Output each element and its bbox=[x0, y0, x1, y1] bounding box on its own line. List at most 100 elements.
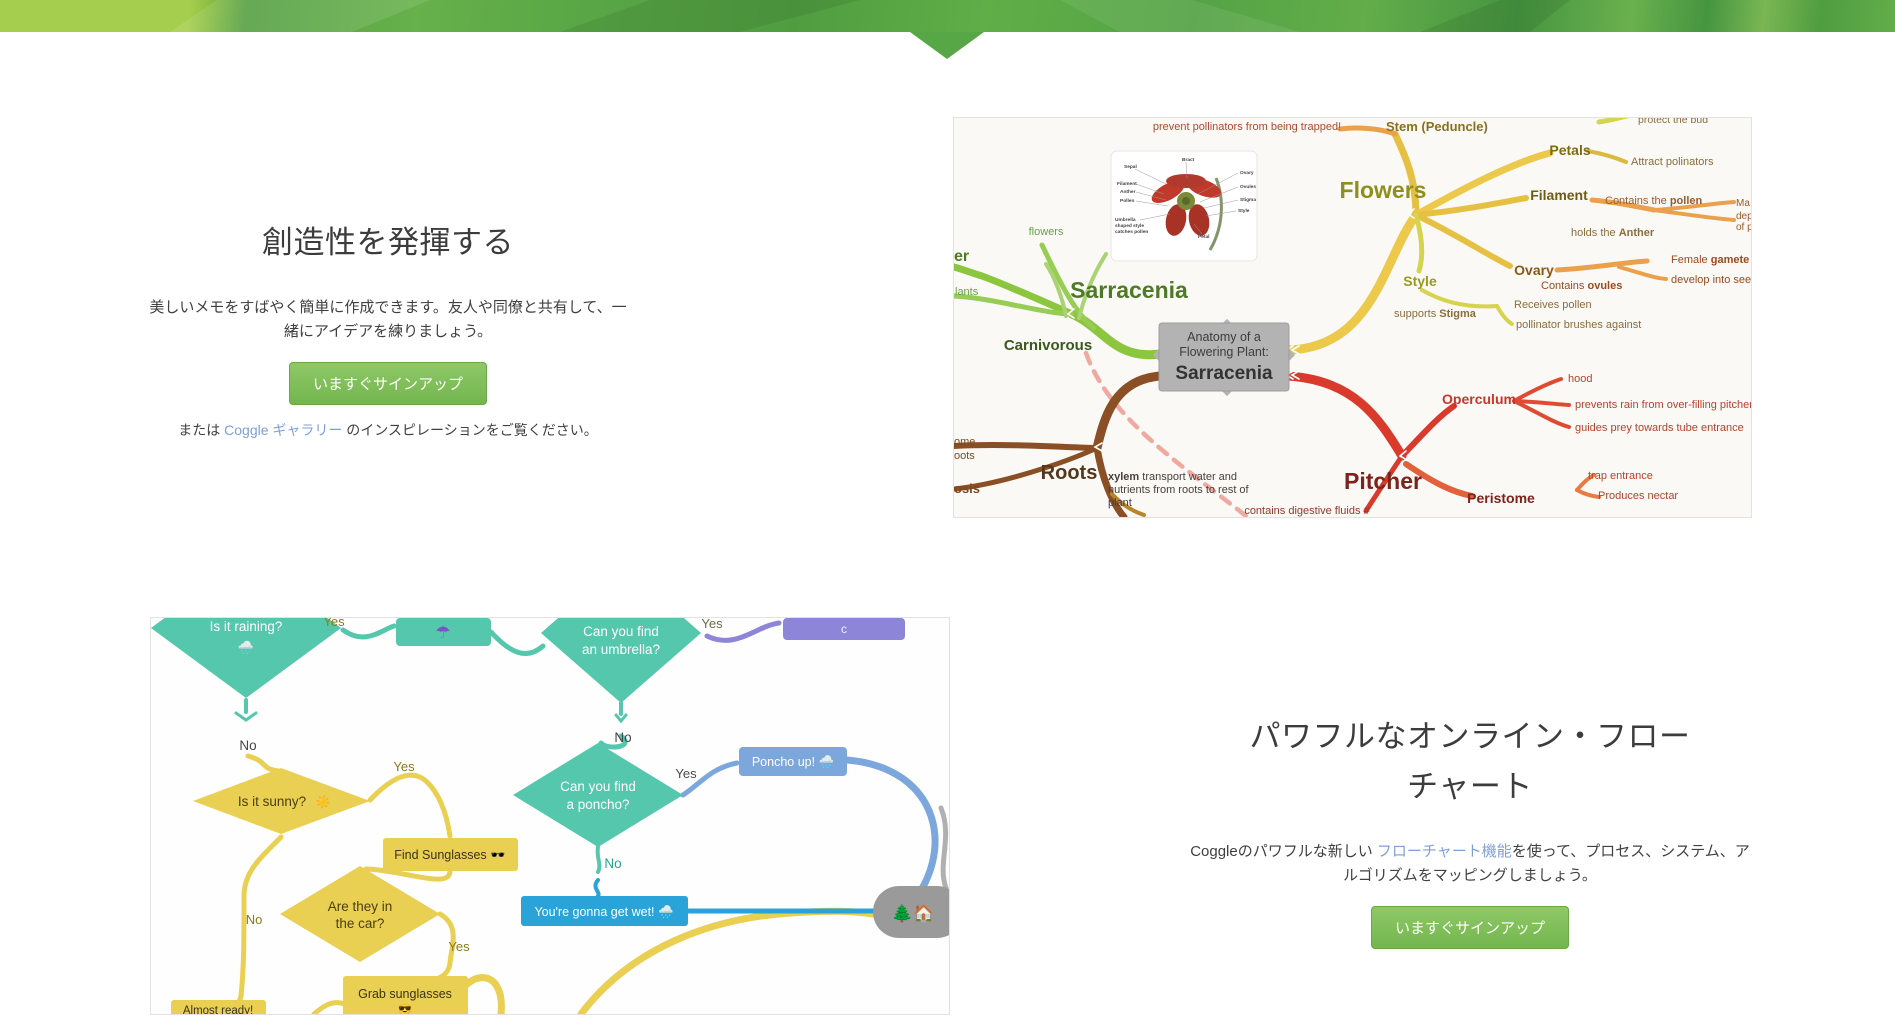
node-sunny-text: Is it sunny? bbox=[238, 794, 306, 809]
label-flowers: Flowers bbox=[1340, 177, 1427, 203]
inset-label: shaped style bbox=[1115, 223, 1144, 229]
label-cut-er: er bbox=[954, 248, 969, 265]
label-female-gamete: Female gamete bbox=[1671, 254, 1749, 266]
center-node-line3: Sarracenia bbox=[1175, 363, 1273, 384]
label-flowers-small: flowers bbox=[1029, 226, 1064, 238]
edge-label-no-2: No bbox=[614, 730, 631, 745]
label-contains-the: Contains the bbox=[1605, 195, 1670, 207]
node-sunny-diamond bbox=[193, 768, 370, 834]
flowchart-example-image: Is it raining? 🌧️ Yes ☂ Can you find an … bbox=[150, 617, 950, 1015]
flowchart-title: パワフルなオンライン・フローチャート bbox=[1190, 712, 1750, 812]
flowchart-feature-link[interactable]: フローチャート機能 bbox=[1376, 843, 1512, 860]
top-banner bbox=[0, 0, 1895, 32]
flowchart-svg: Is it raining? 🌧️ Yes ☂ Can you find an … bbox=[151, 618, 949, 1014]
label-gamete: gamete bbox=[1711, 254, 1750, 266]
label-stem: Stem (Peduncle) bbox=[1386, 119, 1488, 134]
label-female: Female bbox=[1671, 254, 1711, 266]
node-almost-ready-text: Almost ready! bbox=[183, 1005, 253, 1014]
node-purple-box bbox=[783, 618, 905, 640]
label-supports-stigma: supports Stigma bbox=[1394, 308, 1477, 320]
label-receives-pollen: Receives pollen bbox=[1514, 299, 1592, 311]
node-find-sunglasses-box bbox=[383, 838, 518, 871]
mindmap-svg: Sepal Bract Ovary Ovules Stigma Style Pe… bbox=[954, 118, 1751, 517]
label-develop-seeds: develop into seeds bbox=[1671, 274, 1751, 286]
label-xylem: xylem bbox=[1108, 471, 1139, 483]
inset-label: catches pollen bbox=[1115, 229, 1148, 235]
flowchart-description: Coggleのパワフルな新しい フローチャート機能を使って、プロセス、システム、… bbox=[1190, 840, 1750, 889]
hero-description: 美しいメモをすばやく簡単に作成できます。友人や同僚と共有して、一緒にアイデアを練… bbox=[149, 299, 627, 341]
hero-signup-button[interactable]: いますぐサインアップ bbox=[288, 361, 487, 405]
label-trap-entrance: trap entrance bbox=[1588, 470, 1653, 482]
edge-label-yes-5: Yes bbox=[675, 766, 697, 781]
inset-label: Umbrella bbox=[1115, 217, 1136, 223]
node-get-wet-box bbox=[521, 896, 688, 926]
hero-alt-prefix: または bbox=[178, 421, 225, 438]
label-cut-osis: osis bbox=[954, 481, 980, 496]
node-poncho-line1: Can you find bbox=[560, 779, 636, 794]
label-frag-dep: dep bbox=[1736, 211, 1751, 222]
node-poncho-line2: a poncho? bbox=[566, 797, 629, 812]
hero-title: 創造性を発揮する bbox=[262, 225, 514, 260]
label-prevent-pollinators: prevent pollinators from being trapped! bbox=[1153, 121, 1341, 133]
label-style: Style bbox=[1403, 273, 1437, 289]
node-raining-diamond bbox=[151, 618, 341, 698]
inset-label: Sepal bbox=[1124, 164, 1137, 170]
flowchart-section: パワフルなオンライン・フローチャート Coggleのパワフルな新しい フローチャ… bbox=[1190, 712, 1750, 949]
flower-anatomy-inset: Sepal Bract Ovary Ovules Stigma Style Pe… bbox=[1110, 150, 1258, 262]
label-filament: Filament bbox=[1530, 187, 1588, 203]
mindmap-center-node: Anatomy of a Flowering Plant: Sarracenia bbox=[1152, 318, 1296, 397]
label-xylem-rest: transport water and bbox=[1139, 471, 1237, 483]
node-get-wet-text: You're gonna get wet! 🌧️ bbox=[534, 904, 673, 920]
node-raining-text: Is it raining? bbox=[210, 619, 283, 634]
edge-label-no-3: No bbox=[246, 912, 263, 927]
inset-labels: Sepal Bract Ovary Ovules Stigma Style Pe… bbox=[1115, 157, 1256, 240]
label-frag-ofp: of p bbox=[1736, 222, 1751, 233]
label-stigma: Stigma bbox=[1439, 308, 1477, 320]
inset-label: Ovary bbox=[1240, 170, 1254, 176]
label-digestive: contains digestive fluids # bbox=[1244, 505, 1370, 517]
sun-icon: ☀️ bbox=[316, 794, 331, 809]
hero-alt-suffix: のインスピレーションをご覧ください。 bbox=[342, 421, 598, 438]
inset-label: Pollen bbox=[1120, 198, 1134, 204]
label-prevents-rain: prevents rain from over-filling pitcher bbox=[1575, 399, 1751, 411]
label-carnivorous: Carnivorous bbox=[1004, 337, 1092, 354]
label-protect-bud: protect the bud bbox=[1638, 118, 1708, 126]
inset-label: Ovules bbox=[1240, 184, 1256, 190]
label-contains-pollen: Contains the pollen bbox=[1605, 195, 1702, 207]
banner-arrow-triangle bbox=[910, 32, 984, 59]
center-node-line1: Anatomy of a bbox=[1187, 330, 1261, 344]
label-guides-prey: guides prey towards tube entrance bbox=[1575, 422, 1744, 434]
label-contains-ovules: Contains ovules bbox=[1541, 280, 1622, 292]
node-grab-sunglasses-box bbox=[343, 976, 468, 1014]
rain-cloud-icon: 🌧️ bbox=[238, 639, 254, 656]
banner-facet bbox=[1060, 0, 1300, 32]
inset-label: Stigma bbox=[1240, 197, 1256, 203]
label-petals: Petals bbox=[1549, 142, 1590, 158]
label-roots: Roots bbox=[1041, 462, 1098, 484]
banner-facet bbox=[1420, 0, 1570, 32]
flowchart-desc-suffix: を使って、プロセス、システム、アルゴリズムをマッピングしましょう。 bbox=[1343, 843, 1750, 885]
coggle-gallery-link[interactable]: Coggle ギャラリー bbox=[224, 421, 343, 438]
flowchart-signup-button[interactable]: いますぐサインアップ bbox=[1370, 905, 1569, 949]
label-produces-nectar: Produces nectar bbox=[1598, 490, 1678, 502]
mindmap-branches bbox=[954, 118, 1736, 517]
flowchart-title-line1: パワフルなオンライン・フロー bbox=[1249, 719, 1691, 754]
node-find-umbrella-line1: Can you find bbox=[583, 624, 659, 639]
label-pollen: pollen bbox=[1670, 195, 1703, 207]
banner-facet bbox=[560, 0, 860, 32]
node-find-umbrella-line2: an umbrella? bbox=[582, 642, 660, 657]
edge-label-yes-3: Yes bbox=[393, 759, 415, 774]
label-xylem-3: plant bbox=[1108, 497, 1132, 509]
node-umbrella-box bbox=[396, 618, 491, 646]
label-xylem-2: nutrients from roots to rest of bbox=[1108, 484, 1250, 496]
node-grab-sunglasses-text: Grab sunglasses bbox=[358, 987, 452, 1001]
label-hood: hood bbox=[1568, 373, 1592, 385]
sunglasses-face-icon: 😎 bbox=[398, 1003, 412, 1014]
label-cut-ome: ome bbox=[954, 436, 975, 448]
flowchart-nodes: Is it raining? 🌧️ Yes ☂ Can you find an … bbox=[151, 618, 949, 1014]
label-sarracenia-green: Sarracenia bbox=[1070, 277, 1188, 303]
inset-label: Style bbox=[1238, 208, 1250, 214]
inset-label: Petal bbox=[1198, 234, 1209, 240]
label-cut-oots: oots bbox=[954, 450, 975, 462]
